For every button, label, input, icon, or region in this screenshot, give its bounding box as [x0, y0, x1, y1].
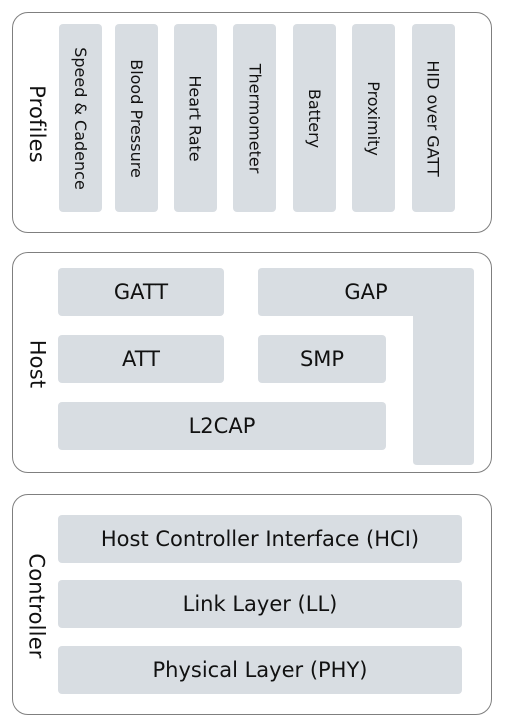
profiles-label: Profiles [25, 84, 49, 163]
profile-hid-over-gatt: HID over GATT [412, 24, 455, 212]
host-label: Host [25, 339, 49, 388]
physical-layer-label: Physical Layer (PHY) [152, 658, 368, 682]
profile-thermometer: Thermometer [233, 24, 276, 212]
profile-battery: Battery [293, 24, 336, 212]
gap-label: GAP [344, 280, 388, 304]
smp-box: SMP [258, 335, 386, 383]
hci-box: Host Controller Interface (HCI) [58, 515, 462, 563]
profile-label: HID over GATT [424, 59, 444, 177]
profile-blood-pressure: Blood Pressure [115, 24, 158, 212]
profile-label: Thermometer [245, 63, 264, 173]
profile-speed-cadence: Speed & Cadence [59, 24, 102, 212]
profile-heart-rate: Heart Rate [174, 24, 217, 212]
link-layer-label: Link Layer (LL) [182, 592, 338, 616]
att-box: ATT [58, 335, 224, 383]
profile-label: Battery [305, 88, 324, 148]
physical-layer-box: Physical Layer (PHY) [58, 646, 462, 694]
gap-label-area: GAP [258, 268, 474, 316]
controller-label-wrap: Controller [13, 495, 61, 716]
profiles-label-wrap: Profiles [13, 13, 61, 234]
gap-box [258, 268, 474, 465]
profile-proximity: Proximity [352, 24, 395, 212]
profile-label: Heart Rate [186, 74, 205, 162]
gatt-label: GATT [113, 280, 169, 304]
profile-label: Speed & Cadence [71, 46, 90, 190]
smp-label: SMP [299, 347, 345, 371]
host-panel: Host [12, 252, 492, 473]
l2cap-box: L2CAP [58, 402, 386, 450]
profile-label: Proximity [364, 80, 384, 156]
controller-label: Controller [25, 552, 49, 659]
profiles-panel: Profiles [12, 12, 492, 233]
hci-label: Host Controller Interface (HCI) [100, 527, 420, 551]
controller-panel: Controller [12, 494, 492, 715]
l2cap-label: L2CAP [188, 414, 256, 438]
gatt-box: GATT [58, 268, 224, 316]
att-label: ATT [121, 347, 161, 371]
link-layer-box: Link Layer (LL) [58, 580, 462, 628]
profile-label: Blood Pressure [127, 58, 146, 178]
host-label-wrap: Host [13, 253, 61, 474]
